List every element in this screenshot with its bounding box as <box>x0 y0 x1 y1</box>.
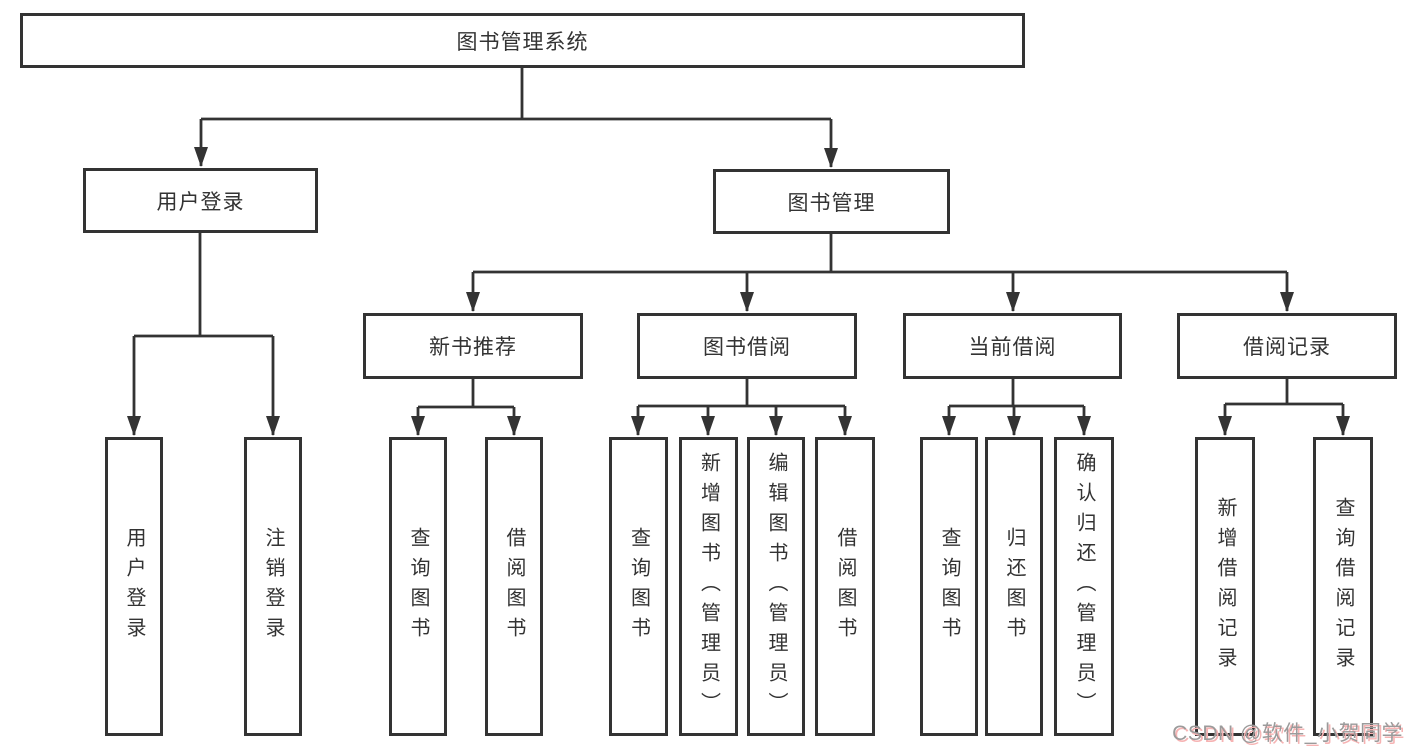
node-book-borrowing: 图书借阅 <box>637 313 857 379</box>
leaf-recommend-borrow-books: 借阅图书 <box>485 437 543 736</box>
node-book-borrowing-label: 图书借阅 <box>703 336 791 359</box>
node-root-label: 图书管理系统 <box>456 30 589 54</box>
leaf-add-books-admin-label: 新增图书（管理员） <box>697 451 720 722</box>
leaf-recommend-query-books-label: 查询图书 <box>407 526 429 647</box>
node-new-book-recommendation-label: 新书推荐 <box>429 336 517 359</box>
leaf-add-borrow-record: 新增借阅记录 <box>1195 437 1255 736</box>
node-borrowing-records: 借阅记录 <box>1177 313 1397 379</box>
node-new-book-recommendation: 新书推荐 <box>363 313 583 379</box>
leaf-confirm-return-admin-label: 确认归还（管理员） <box>1073 451 1095 722</box>
node-root: 图书管理系统 <box>20 13 1025 68</box>
leaf-current-query-books-label: 查询图书 <box>938 526 960 647</box>
node-user-login-label: 用户登录 <box>156 190 245 214</box>
leaf-borrowing-borrow-books: 借阅图书 <box>815 437 875 736</box>
leaf-borrowing-query-books-label: 查询图书 <box>627 526 650 647</box>
leaf-edit-books-admin-label: 编辑图书（管理员） <box>765 451 787 722</box>
csdn-watermark: CSDN @软件_小贺同学 <box>1172 722 1403 745</box>
leaf-edit-books-admin: 编辑图书（管理员） <box>747 437 805 736</box>
node-borrowing-records-label: 借阅记录 <box>1243 336 1331 359</box>
leaf-add-books-admin: 新增图书（管理员） <box>679 437 738 736</box>
leaf-return-books-label: 归还图书 <box>1003 526 1025 647</box>
node-current-borrowing: 当前借阅 <box>903 313 1122 379</box>
leaf-current-query-books: 查询图书 <box>920 437 978 736</box>
leaf-query-borrow-record: 查询借阅记录 <box>1313 437 1373 736</box>
leaf-logout-label: 注销登录 <box>262 526 284 647</box>
node-user-login: 用户登录 <box>83 168 318 233</box>
leaf-borrowing-query-books: 查询图书 <box>609 437 668 736</box>
node-current-borrowing-label: 当前借阅 <box>968 336 1057 359</box>
node-book-management-label: 图书管理 <box>787 191 876 215</box>
leaf-logout: 注销登录 <box>244 437 302 736</box>
leaf-user-login-label: 用户登录 <box>123 526 145 647</box>
leaf-return-books: 归还图书 <box>985 437 1043 736</box>
leaf-query-borrow-record-label: 查询借阅记录 <box>1332 496 1354 677</box>
leaf-recommend-borrow-books-label: 借阅图书 <box>503 526 525 647</box>
node-book-management: 图书管理 <box>713 169 950 234</box>
leaf-confirm-return-admin: 确认归还（管理员） <box>1054 437 1114 736</box>
leaf-borrowing-borrow-books-label: 借阅图书 <box>834 526 856 647</box>
leaf-add-borrow-record-label: 新增借阅记录 <box>1214 496 1236 677</box>
leaf-user-login: 用户登录 <box>105 437 163 736</box>
leaf-recommend-query-books: 查询图书 <box>389 437 447 736</box>
